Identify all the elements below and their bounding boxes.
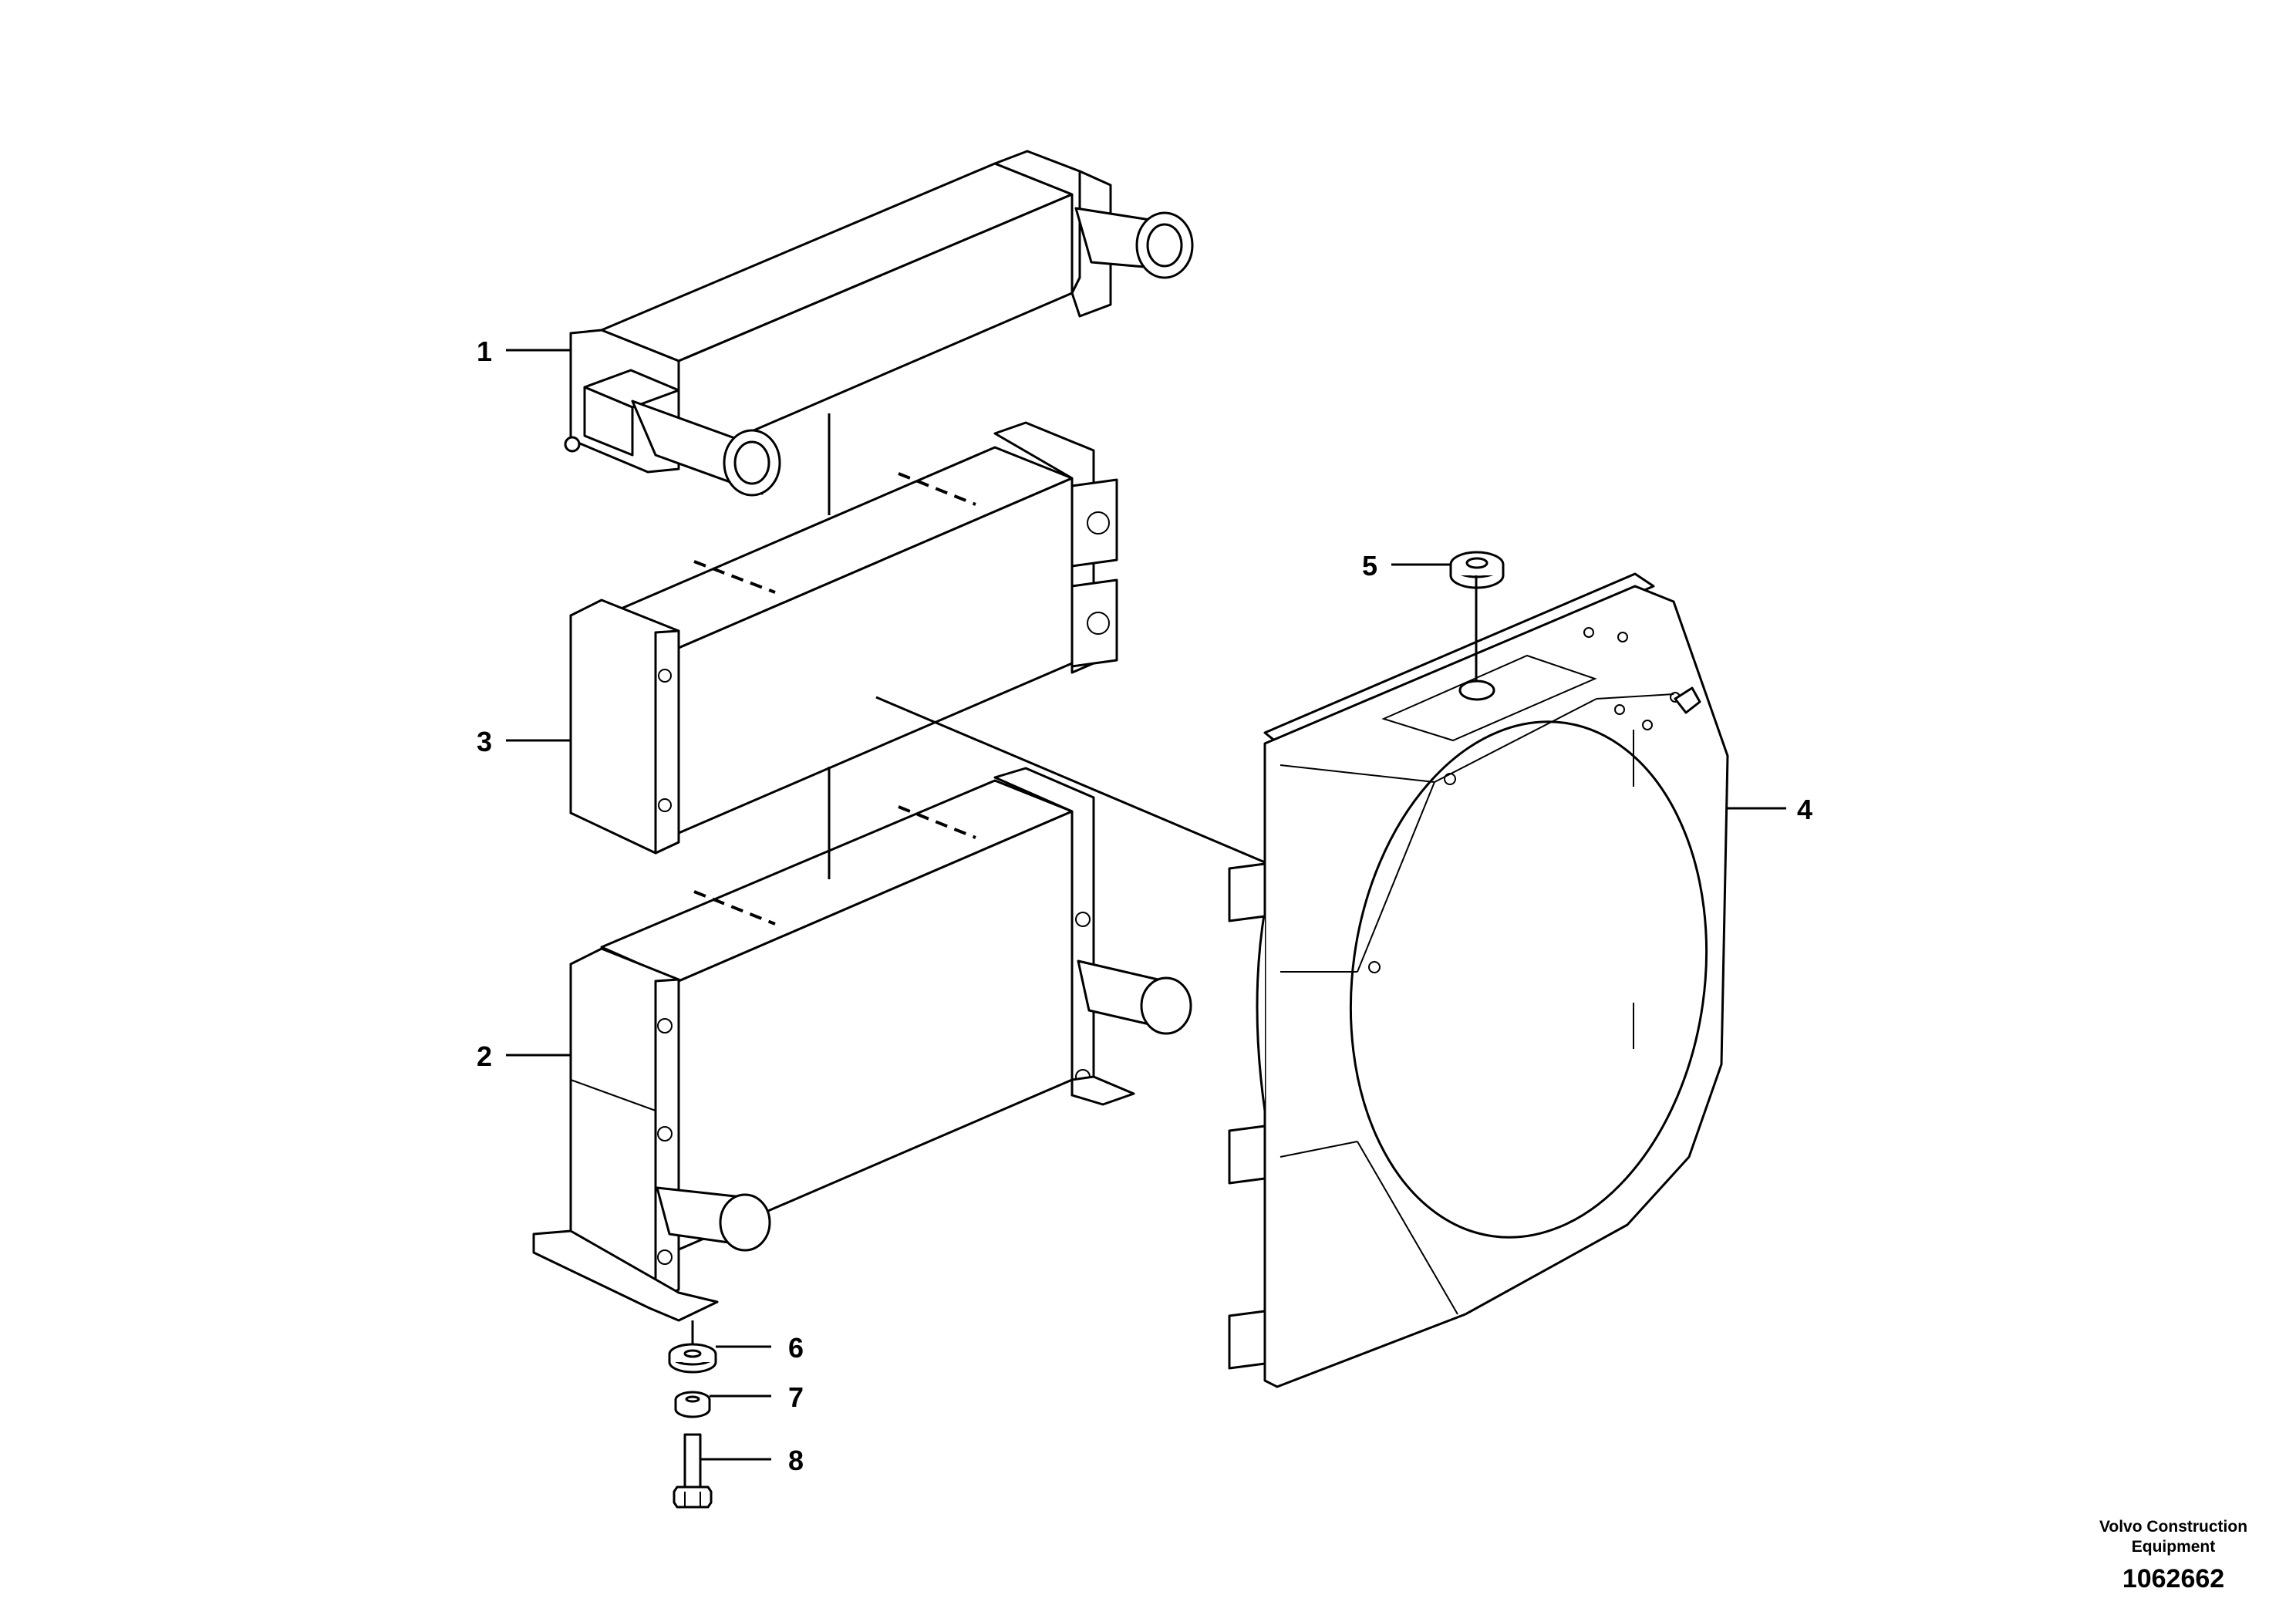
part-3-middle-cooler xyxy=(569,421,1118,855)
callout-8: 8 xyxy=(788,1445,804,1476)
brand-line-1: Volvo Construction xyxy=(2099,1518,2247,1536)
assembly-lines xyxy=(691,413,1478,1344)
part-6-washer xyxy=(668,1343,717,1374)
callout-7: 7 xyxy=(788,1381,804,1413)
callout-3: 3 xyxy=(477,726,492,757)
part-7-spacer xyxy=(674,1391,711,1418)
part-1-upper-cooler xyxy=(564,150,1194,497)
callout-5: 5 xyxy=(1362,550,1377,582)
callout-4: 4 xyxy=(1797,794,1812,825)
part-5-grommet xyxy=(1449,551,1505,589)
callout-2: 2 xyxy=(477,1040,492,1072)
part-8-bolt xyxy=(673,1433,713,1509)
part-4-fan-shroud xyxy=(1228,572,1729,1388)
part-2-lower-radiator xyxy=(532,767,1192,1322)
document-number: 1062662 xyxy=(2122,1564,2224,1593)
callout-1: 1 xyxy=(477,336,492,367)
brand-line-2: Equipment xyxy=(2132,1538,2216,1556)
callout-leaders xyxy=(506,349,1786,1461)
callout-6: 6 xyxy=(788,1332,804,1364)
